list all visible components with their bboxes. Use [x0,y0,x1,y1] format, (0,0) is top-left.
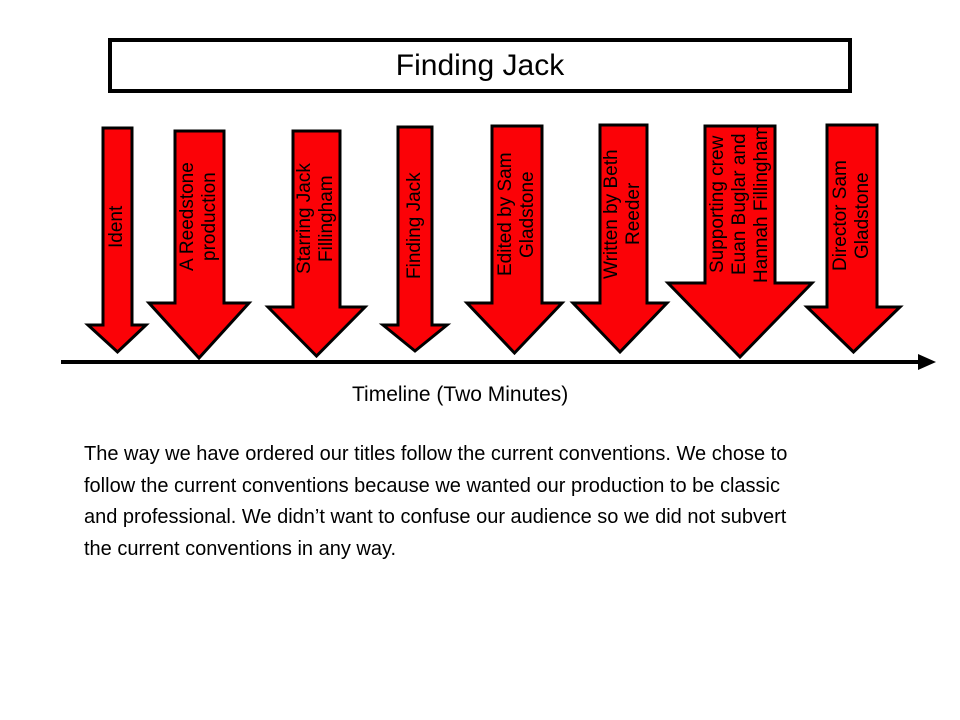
block-arrow-reedstone-production [145,129,253,361]
timeline-arrowhead-icon [918,354,936,370]
block-arrow-finding-jack [378,125,452,353]
block-arrow-written-by [569,123,671,355]
slide-title: Finding Jack [395,48,565,82]
paragraph-line: the current conventions in any way. [84,537,397,560]
title-box: Finding Jack [108,38,852,93]
paragraph-line: The way we have ordered our titles follo… [84,443,788,465]
block-arrow-ident [84,126,150,355]
block-arrow-edited-by [463,124,566,356]
timeline-label: Timeline (Two Minutes) [352,383,569,406]
paragraph-line: and professional. We didn’t want to conf… [84,506,787,528]
paragraph-line: follow the current conventions because w… [84,474,780,497]
block-arrow-director [803,123,904,355]
description-paragraph: The way we have ordered our titles follo… [84,439,914,565]
block-arrow-supporting-crew [664,124,816,360]
block-arrow-starring-jack [264,129,369,359]
